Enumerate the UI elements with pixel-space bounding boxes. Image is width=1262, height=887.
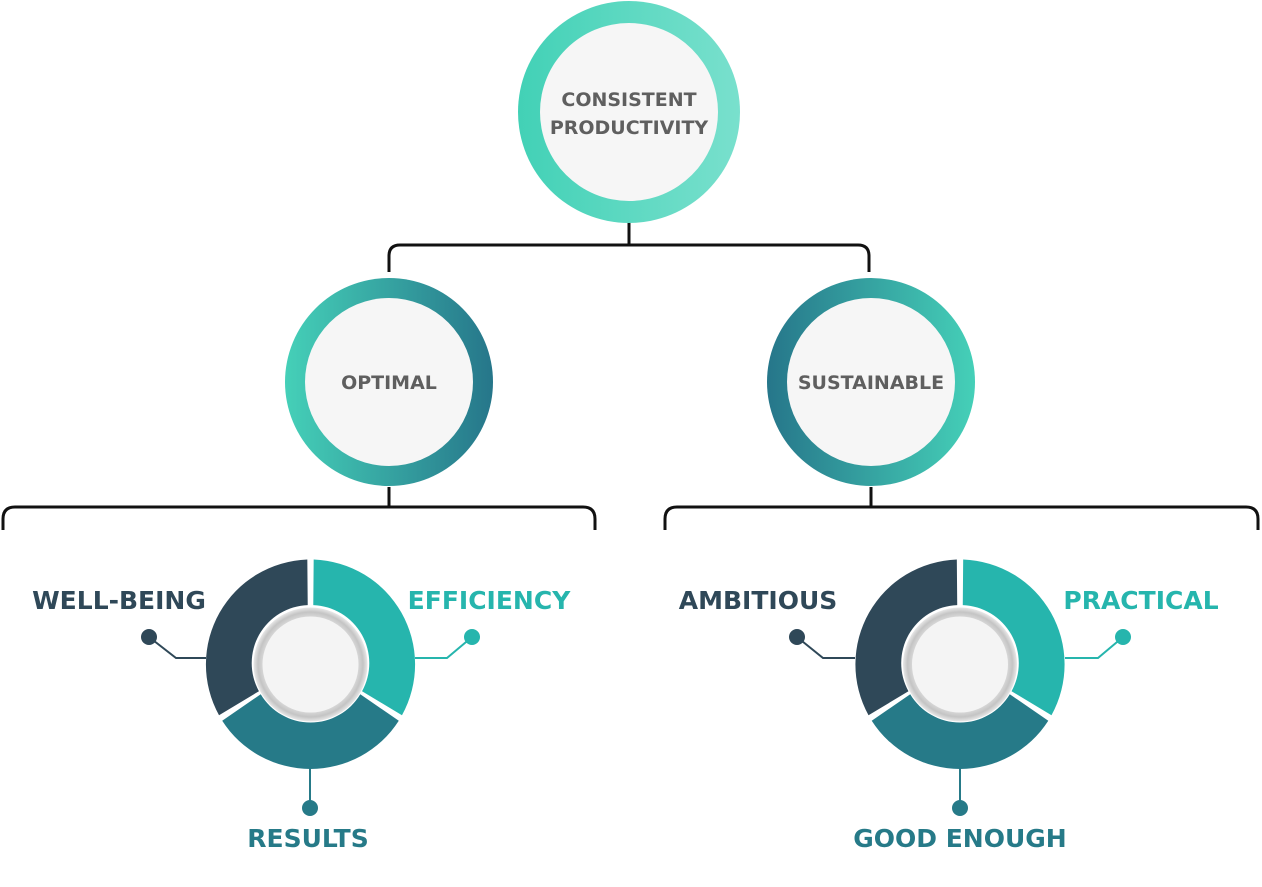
root-label-line2: PRODUCTIVITY <box>550 117 709 139</box>
sustainable-donut-center <box>912 616 1008 713</box>
well-being-callout-dot <box>141 629 157 645</box>
root-connectors <box>387 222 871 272</box>
sustainable-bracket <box>663 505 1260 530</box>
practical-callout-dot <box>1115 629 1131 645</box>
sustainable-donut <box>855 559 1065 769</box>
root-label-line1: CONSISTENT <box>561 89 696 111</box>
ambitious-callout-line <box>796 636 855 659</box>
branch-connectors <box>1 487 1260 530</box>
root-node-center <box>540 23 718 201</box>
optimal-bracket <box>1 505 597 530</box>
sustainable-node: SUSTAINABLE <box>767 278 975 486</box>
optimal-donut-center <box>262 616 359 713</box>
optimal-node: OPTIMAL <box>285 278 493 486</box>
results-segment <box>222 694 399 769</box>
practical-callout-line <box>1065 636 1124 659</box>
optimal-callouts <box>148 636 473 806</box>
sustainable-callouts <box>796 636 1124 806</box>
well-being-callout-line <box>148 636 206 659</box>
good-enough-callout-dot <box>952 800 968 816</box>
ambitious-segment <box>855 559 958 716</box>
efficiency-label: EFFICIENCY <box>408 586 572 615</box>
efficiency-callout-line <box>415 636 473 659</box>
practical-label: PRACTICAL <box>1063 586 1218 615</box>
efficiency-segment <box>313 559 416 716</box>
results-label: RESULTS <box>247 824 368 853</box>
practical-segment <box>962 559 1065 716</box>
optimal-label: OPTIMAL <box>341 372 437 394</box>
efficiency-callout-dot <box>464 629 480 645</box>
sustainable-label: SUSTAINABLE <box>798 372 944 394</box>
results-callout-dot <box>302 800 318 816</box>
well-being-label: WELL-BEING <box>32 586 206 615</box>
sustainable-node-center <box>787 298 955 466</box>
optimal-node-center <box>305 298 473 466</box>
ambitious-callout-dot <box>789 629 805 645</box>
root-node: CONSISTENT PRODUCTIVITY <box>518 1 740 223</box>
ambitious-label: AMBITIOUS <box>679 586 838 615</box>
optimal-donut <box>205 559 416 769</box>
well-being-segment <box>205 559 308 716</box>
good-enough-label: GOOD ENOUGH <box>853 824 1066 853</box>
root-bracket <box>387 243 871 272</box>
good-enough-segment <box>871 694 1049 769</box>
